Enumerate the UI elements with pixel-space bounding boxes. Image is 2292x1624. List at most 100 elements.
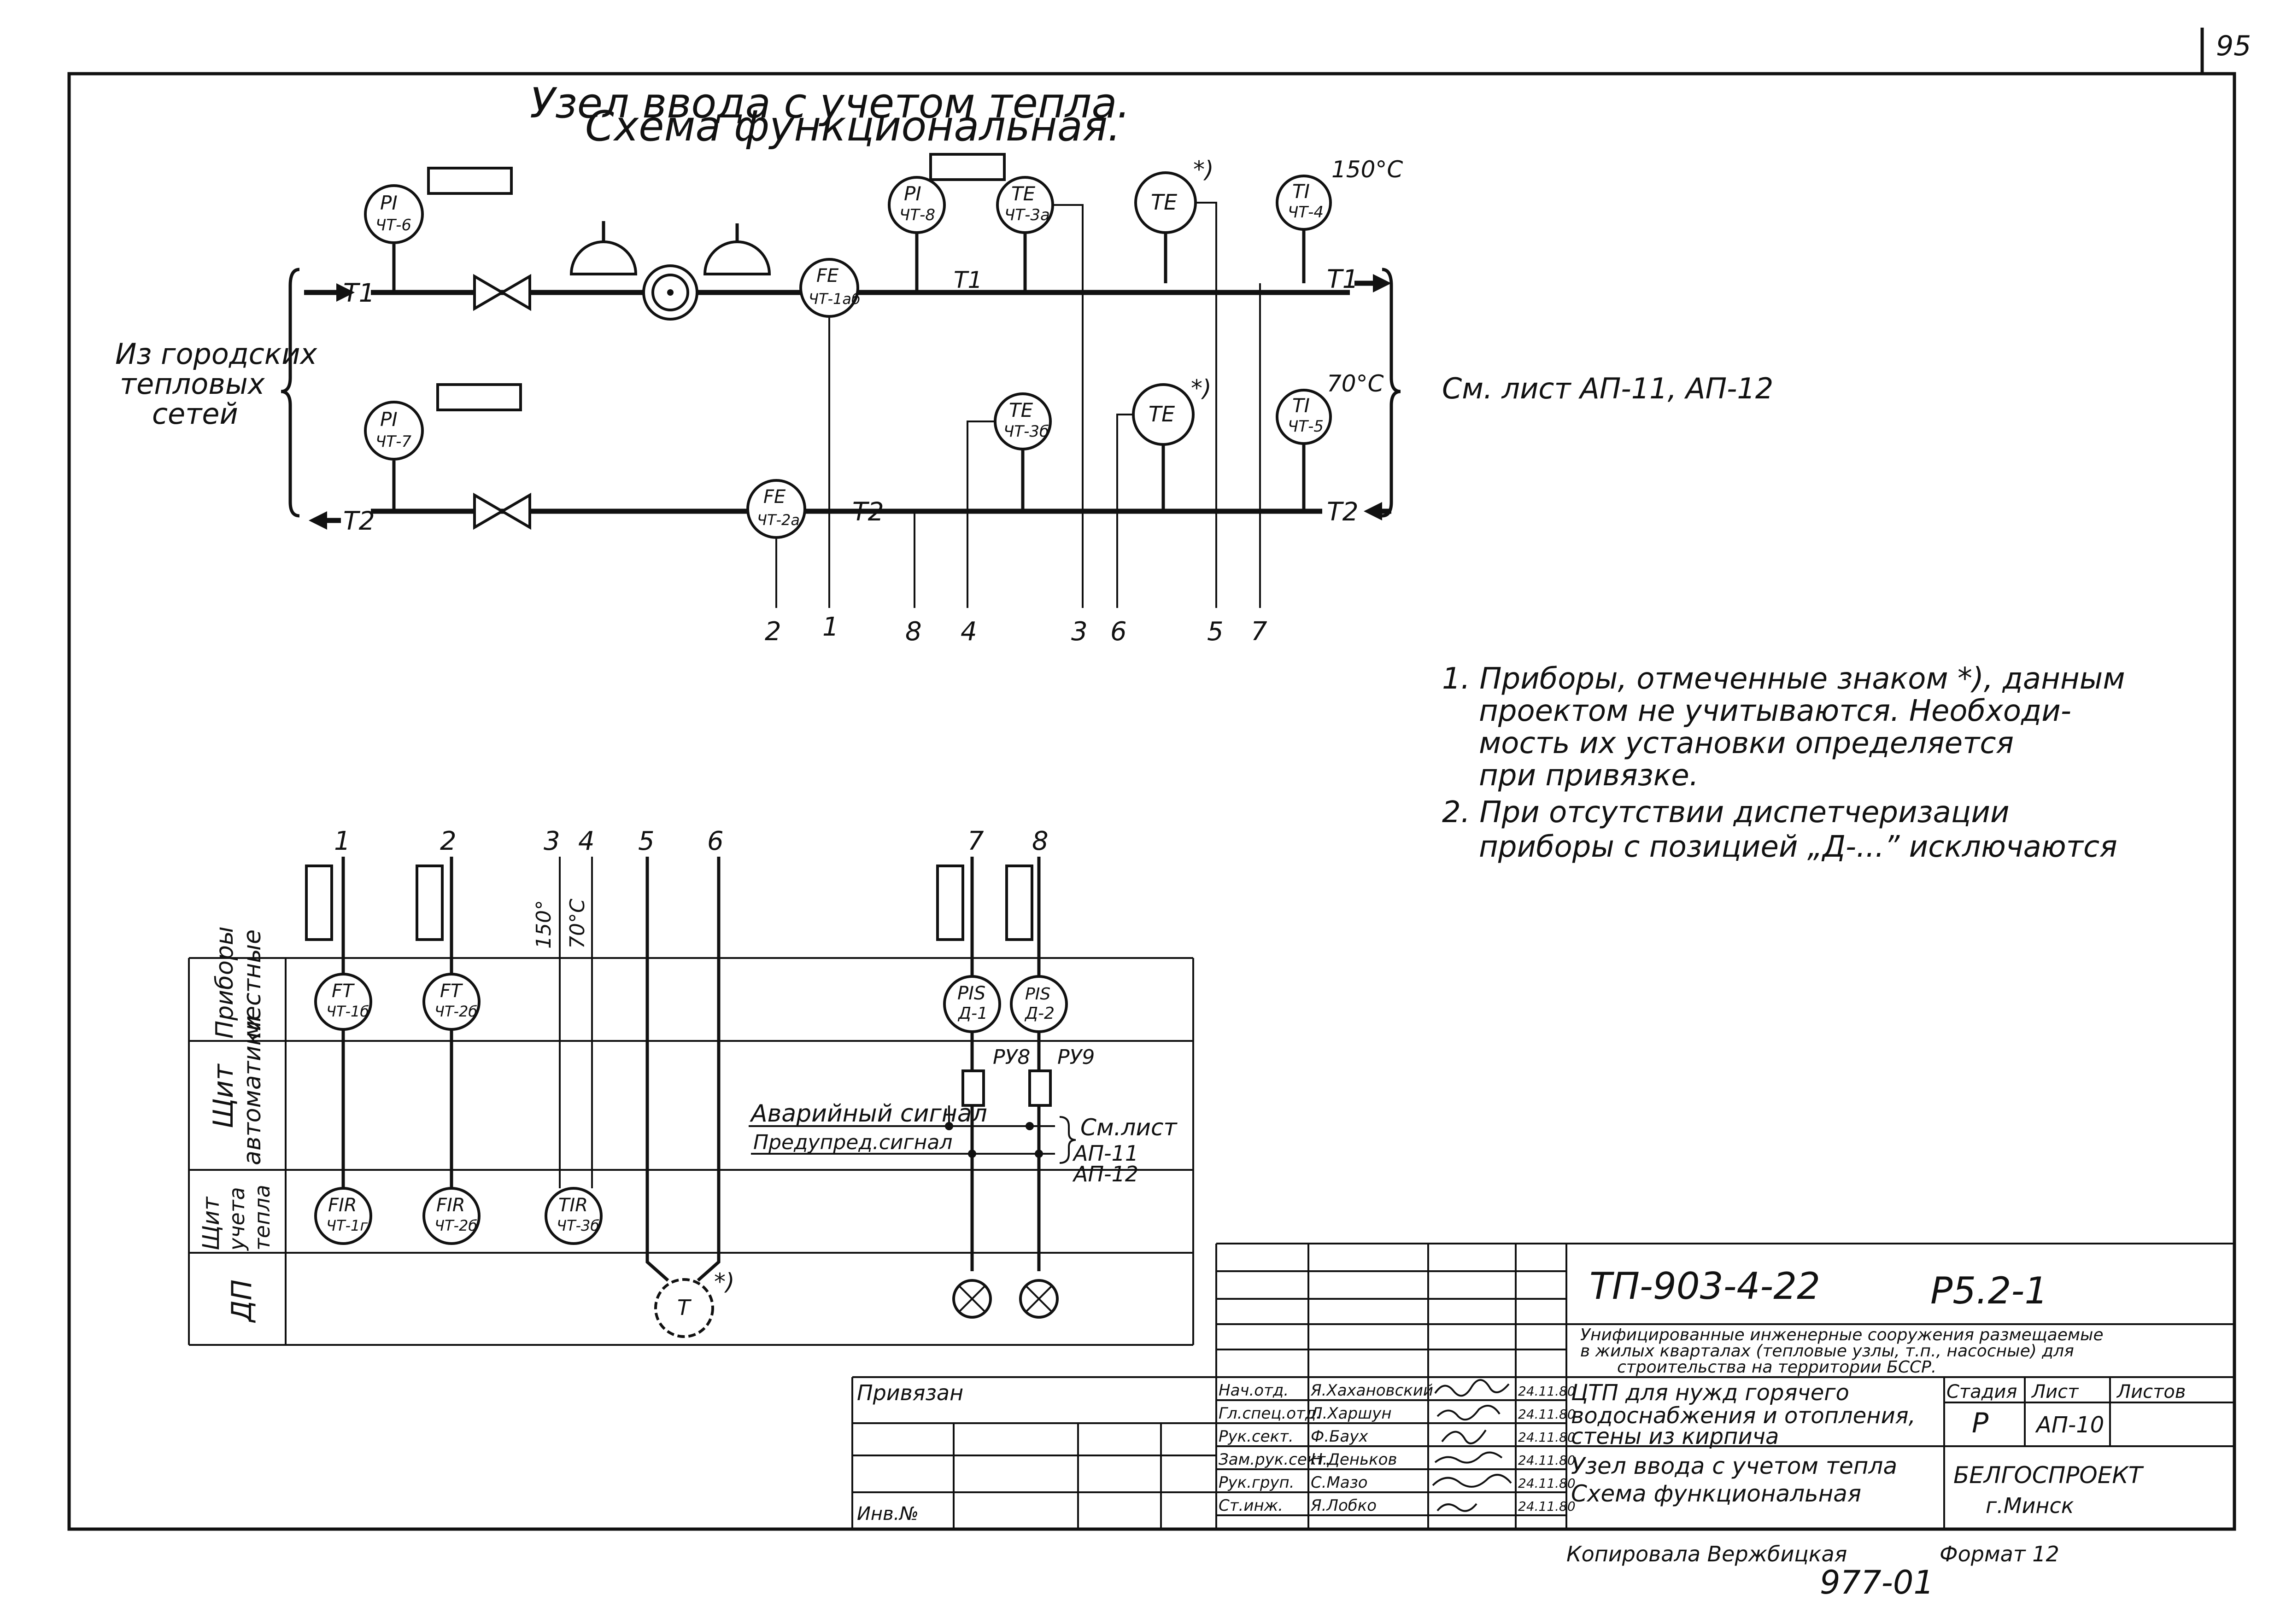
stage-header: Стадия xyxy=(1946,1381,2017,1402)
signal-lamp-2-x2 xyxy=(1025,1285,1053,1313)
row-label-meter-3: тепла xyxy=(250,1185,275,1250)
valve-t1-b xyxy=(499,274,531,311)
panel-line-5 xyxy=(645,857,669,1282)
tag-box-line2 xyxy=(416,865,444,941)
line-number-bottom-3: 3 xyxy=(544,826,560,856)
instrument-fe1a-code: FE xyxy=(816,265,839,286)
row-label-auto-1: Щит xyxy=(207,1063,240,1128)
left-note-line1: Из городских xyxy=(115,337,318,371)
line-number-top-4: 4 xyxy=(961,617,977,647)
panel-line-6 xyxy=(697,857,721,1282)
relay-ru9 xyxy=(1028,1069,1052,1107)
instrument-pi6-tag: ЧТ-6 xyxy=(375,216,411,234)
pipe-t2-outlet-arrowhead xyxy=(309,511,327,530)
instrument-tir3v-tag: ЧТ-3б xyxy=(557,1217,599,1234)
privyazan-label: Привязан xyxy=(857,1380,963,1405)
pipe-t1-label-in: Т1 xyxy=(343,278,375,308)
instrument-te3a-tag: ЧТ-3а xyxy=(1004,206,1050,224)
junction-2 xyxy=(968,1150,976,1158)
note-2-line2: приборы с позицией „Д-...” исключаются xyxy=(1479,830,2117,864)
impulse-line-3 xyxy=(1053,204,1084,608)
staff-role-5: Ст.инж. xyxy=(1219,1496,1283,1515)
instrument-ti5 xyxy=(1276,389,1332,445)
staff-date-3: 24.11.80 xyxy=(1518,1453,1576,1468)
pipe-t1-inlet-arrowhead xyxy=(336,283,355,302)
line-number-bottom-6: 6 xyxy=(707,826,724,856)
staff-date-2: 24.11.80 xyxy=(1518,1430,1576,1445)
line-number-top-7: 7 xyxy=(1251,617,1267,647)
signature-2 xyxy=(1441,1429,1487,1444)
instrument-ft2b-tag: ЧТ-2б xyxy=(434,1003,477,1020)
sheet-value: АП-10 xyxy=(2035,1412,2104,1438)
instrument-pis2 xyxy=(1010,975,1068,1033)
dome-right xyxy=(703,240,771,275)
vertical-temp-150: 150° xyxy=(532,900,556,949)
flow-meter-dot xyxy=(667,289,674,296)
pipe-t2-inlet-arrowhead xyxy=(1364,502,1382,520)
line-number-bottom-2: 2 xyxy=(440,826,457,856)
inv-label: Инв.№ xyxy=(857,1503,919,1525)
archive-number: 977-01 xyxy=(1820,1564,1934,1601)
tag-box-line1 xyxy=(305,865,333,941)
row-label-meter-1: Щит xyxy=(198,1196,224,1250)
signature-5 xyxy=(1436,1503,1477,1512)
doc-code: ТП-903-4-22 xyxy=(1589,1265,1820,1308)
instrument-pi6 xyxy=(364,184,424,244)
signals-ref-2: АП-11 xyxy=(1072,1141,1138,1166)
temp-return: 70°C xyxy=(1327,370,1384,397)
format-label: Формат 12 xyxy=(1940,1542,2059,1566)
tag-box-pi8 xyxy=(929,153,1006,181)
line-number-top-5: 5 xyxy=(1207,617,1224,647)
instrument-ti5-tag: ЧТ-5 xyxy=(1288,417,1324,436)
note-1-line1: 1. Приборы, отмеченные знаком *), данным xyxy=(1442,662,2125,696)
signal-lamp-1-x2 xyxy=(958,1285,986,1313)
sheets-header: Листов xyxy=(2116,1381,2186,1402)
instrument-fir1c-code: FIR xyxy=(328,1195,357,1216)
dome-left xyxy=(569,240,638,275)
drawing-line2: Схема функциональная xyxy=(1571,1480,1861,1507)
temp-supply: 150°C xyxy=(1331,156,1403,183)
instrument-te-star1-code: TE xyxy=(1151,190,1177,215)
staff-role-0: Нач.отд. xyxy=(1219,1381,1289,1400)
note-1-line4: при привязке. xyxy=(1479,759,1699,793)
staff-name-0: Я.Хахановский xyxy=(1310,1381,1433,1400)
instrument-pi8-tag: ЧТ-8 xyxy=(899,206,935,224)
org-line2: г.Минск xyxy=(1986,1493,2074,1518)
instrument-fe2a-code: FE xyxy=(763,486,786,508)
line-number-top-6: 6 xyxy=(1110,617,1127,647)
left-note-line3: сетей xyxy=(152,397,238,431)
relay-ru8-label: РУ8 xyxy=(993,1046,1030,1069)
signature-0 xyxy=(1434,1379,1510,1397)
object-line3: стены из кирпича xyxy=(1571,1424,1779,1449)
impulse-line-4 xyxy=(967,421,995,608)
line-number-bottom-7: 7 xyxy=(967,826,984,856)
signals-ref-3: АП-12 xyxy=(1072,1162,1138,1186)
instrument-ti4-code: TI xyxy=(1292,180,1310,203)
project-line1: Унифицированные инженерные сооружения ра… xyxy=(1580,1326,2104,1344)
sheet-header: Лист xyxy=(2031,1381,2079,1402)
staff-date-5: 24.11.80 xyxy=(1518,1499,1576,1514)
page-number: 95 xyxy=(2216,30,2251,62)
staff-name-1: Л.Харшун xyxy=(1310,1404,1392,1423)
impulse-line-6 xyxy=(1116,414,1133,608)
instrument-fe1a xyxy=(799,258,859,318)
valve-t2 xyxy=(473,492,505,530)
signal-warning-label: Предупред.сигнал xyxy=(753,1131,952,1154)
instrument-ti4 xyxy=(1276,175,1332,231)
instrument-pi7-code: PI xyxy=(380,408,398,431)
pipe-t2-label-mid: Т2 xyxy=(852,497,884,526)
line-number-top-3: 3 xyxy=(1071,617,1088,647)
instrument-fir1c xyxy=(314,1187,372,1245)
instrument-dp-t xyxy=(654,1278,714,1338)
signals-ref-1: См.лист xyxy=(1080,1114,1178,1141)
instrument-ft1b-tag: ЧТ-1б xyxy=(326,1003,369,1020)
instrument-fir2b-code: FIR xyxy=(436,1195,465,1216)
note-1-line2: проектом не учитываются. Необходи- xyxy=(1479,694,2071,728)
tag-box-pi7 xyxy=(436,383,522,411)
staff-date-0: 24.11.80 xyxy=(1518,1384,1576,1399)
junction-3 xyxy=(1026,1122,1034,1130)
valve-t1 xyxy=(473,274,505,311)
sheet-code: Р5.2-1 xyxy=(1930,1269,2048,1312)
staff-role-2: Рук.сект. xyxy=(1219,1427,1294,1446)
